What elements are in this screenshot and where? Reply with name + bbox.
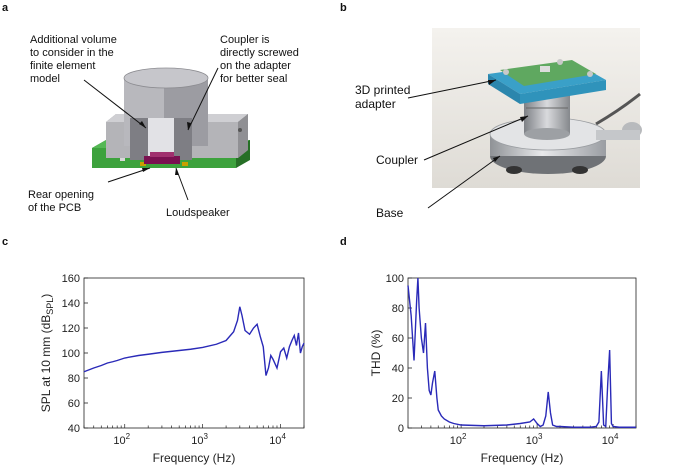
y-tick-label: 40 (392, 363, 404, 375)
panel-letter-d: d (340, 236, 347, 248)
x-tick-label: 103 (191, 432, 208, 447)
annotation-adapter: 3D printed adapter (355, 83, 411, 111)
x-tick-group: 102 103 104 (407, 424, 637, 447)
x-tick-label: 104 (602, 432, 619, 447)
y-tick-label: 120 (62, 323, 80, 335)
panel-letter-c: c (2, 236, 9, 248)
x-tick-label: 104 (269, 432, 286, 447)
y-tick-label: 100 (386, 273, 404, 285)
y-axis-label-close: ) (39, 294, 53, 298)
panel-letter-b: b (340, 2, 347, 14)
x-tick-group: 102 103 104 (83, 424, 305, 447)
y-tick-label: 20 (392, 393, 404, 405)
x-tick-label: 102 (450, 432, 467, 447)
y-tick-group: 40 60 80 100 120 140 160 (62, 273, 88, 435)
annotation-coupler: Coupler (376, 153, 419, 167)
y-tick-label: 40 (68, 423, 80, 435)
annotation-loudspeaker: Loudspeaker (166, 207, 230, 219)
thd-series-line (407, 277, 636, 428)
loudspeaker-part (144, 152, 180, 164)
panel-letter-a: a (2, 2, 9, 14)
y-axis-label-sub: SPL (45, 298, 55, 315)
y-tick-group: 0 20 40 60 80 100 (386, 273, 412, 435)
annotation-additional-volume: Additional volume to consider in the fin… (30, 34, 117, 85)
x-tick-label: 103 (526, 432, 543, 447)
x-tick-label: 102 (113, 432, 130, 447)
coupler-cylinder (123, 67, 209, 160)
y-tick-label: 80 (392, 303, 404, 315)
y-tick-label: 100 (62, 348, 80, 360)
y-axis-label: SPL at 10 mm (dBSPL) (39, 294, 55, 413)
y-axis-label: THD (%) (369, 330, 383, 377)
plot-area-frame (407, 277, 637, 429)
annotation-coupler-screwed: Coupler is directly screwed on the adapt… (220, 34, 299, 85)
annotation-base: Base (376, 206, 404, 220)
spl-series-line (83, 306, 305, 376)
y-tick-label: 80 (68, 373, 80, 385)
y-tick-label: 60 (68, 398, 80, 410)
y-tick-label: 0 (398, 423, 404, 435)
y-tick-label: 160 (62, 273, 80, 285)
y-tick-label: 140 (62, 298, 80, 310)
y-tick-label: 60 (392, 333, 404, 345)
y-axis-label-main: SPL at 10 mm (dB (39, 315, 53, 413)
x-axis-label: Frequency (Hz) (481, 451, 564, 465)
x-axis-label: Frequency (Hz) (153, 451, 236, 465)
annotation-rear-opening: Rear opening of the PCB (28, 189, 95, 214)
